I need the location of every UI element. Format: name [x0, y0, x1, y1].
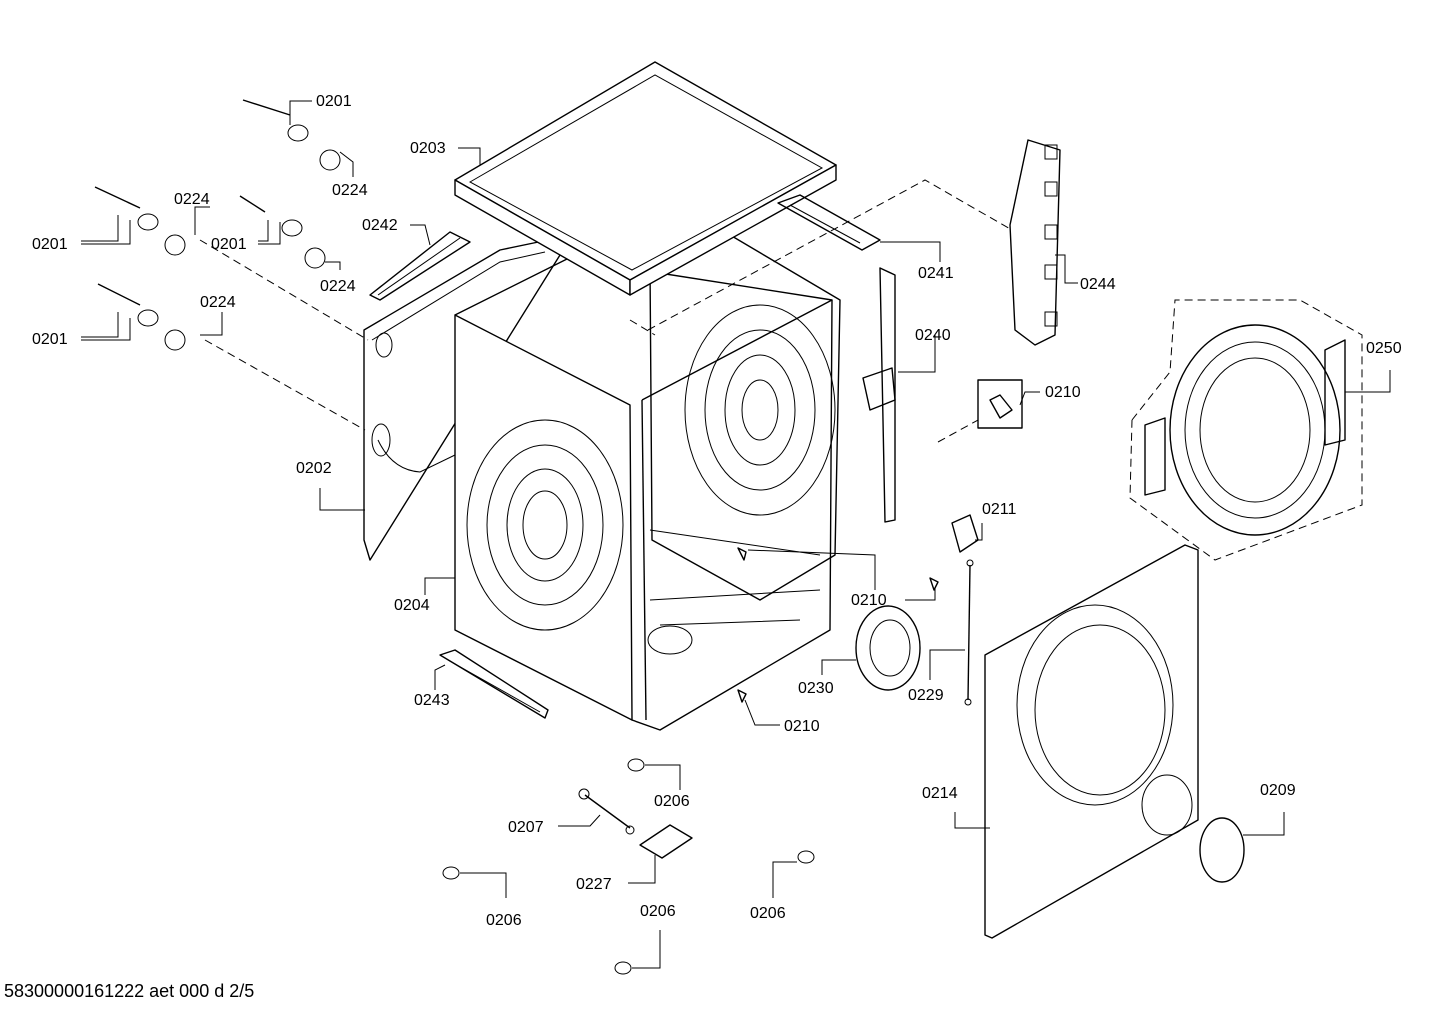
- plate: [639, 824, 693, 859]
- callout-label: 0206: [640, 903, 676, 920]
- cabinet-side-panel: [649, 231, 841, 601]
- callout-label: 0224: [332, 182, 368, 199]
- clip-right: [977, 379, 1023, 429]
- small-clips: [737, 547, 939, 703]
- callout-label: 0224: [174, 191, 210, 208]
- callout-label: 0229: [908, 687, 944, 704]
- callout-label: 0201: [316, 93, 352, 110]
- bellows-ring: [855, 605, 921, 691]
- callout-label: 0202: [296, 460, 332, 477]
- side-strut: [862, 267, 896, 523]
- callout-label: 0210: [784, 718, 820, 735]
- callout-label: 0210: [851, 592, 887, 609]
- feet: [442, 758, 815, 975]
- callout-label: 0210: [1045, 384, 1081, 401]
- leader-lines: [81, 100, 1391, 969]
- callout-label: 0242: [362, 217, 398, 234]
- callout-label: 0201: [32, 236, 68, 253]
- callout-label: 0209: [1260, 782, 1296, 799]
- hinge-bracket: [1009, 139, 1061, 346]
- callout-label: 0201: [32, 331, 68, 348]
- callout-label: 0206: [750, 905, 786, 922]
- screws: [94, 99, 291, 306]
- callout-label: 0227: [576, 876, 612, 893]
- callout-label: 0241: [918, 265, 954, 282]
- clips: [137, 124, 341, 351]
- callout-label: 0201: [211, 236, 247, 253]
- rail-left: [369, 231, 471, 301]
- callout-label: 0224: [200, 294, 236, 311]
- callout-label: 0203: [410, 140, 446, 157]
- callout-label: 0211: [982, 501, 1017, 518]
- tie-rod: [964, 559, 974, 706]
- callout-label: 0204: [394, 597, 430, 614]
- front-panel: [984, 544, 1199, 939]
- callout-label: 0224: [320, 278, 356, 295]
- rail-top: [777, 194, 881, 251]
- callout-label: 0230: [798, 680, 834, 697]
- callout-label: 0244: [1080, 276, 1116, 293]
- callout-label: 0206: [486, 912, 522, 929]
- door: [1144, 324, 1346, 536]
- callout-label: 0240: [915, 327, 951, 344]
- callout-labels: 0201 0224 0201 0224 0201 0224 0201 0224 …: [32, 93, 1402, 929]
- door-lock: [951, 514, 979, 553]
- cabinet-body: [454, 254, 833, 731]
- wrench: [578, 788, 635, 835]
- callout-label: 0207: [508, 819, 544, 836]
- callout-label: 0214: [922, 785, 958, 802]
- callout-label: 0206: [654, 793, 690, 810]
- callout-label: 0243: [414, 692, 450, 709]
- base-rail: [439, 649, 549, 719]
- drawing-reference: 58300000161222 aet 000 d 2/5: [4, 981, 255, 1001]
- worktop: [454, 61, 837, 296]
- service-cap: [1199, 817, 1245, 883]
- callout-label: 0250: [1366, 340, 1402, 357]
